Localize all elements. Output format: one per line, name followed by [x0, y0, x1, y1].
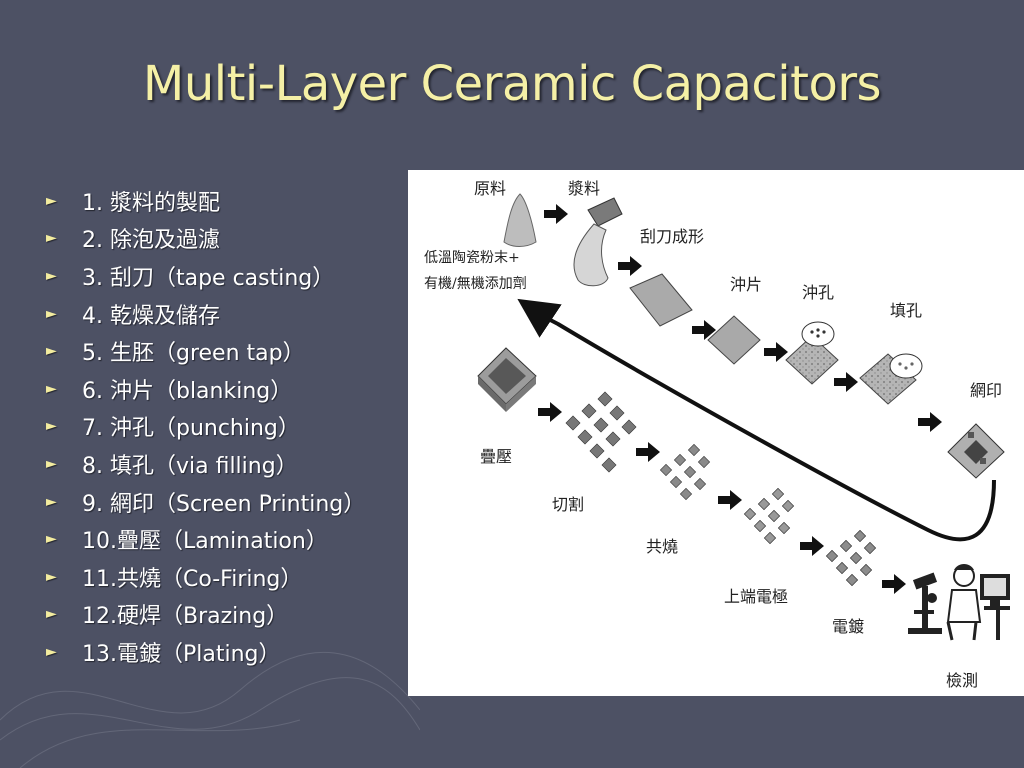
process-flow-diagram: 原料 漿料 刮刀成形 低溫陶瓷粉末+ 有機/無機添加劑 沖片 沖孔 填孔 網印 …	[408, 170, 1024, 696]
background-swirl-decoration	[0, 651, 420, 768]
bullet-arrow-icon: ►	[46, 230, 57, 247]
label-cofiring: 共燒	[646, 537, 678, 556]
microscope-icon	[908, 572, 942, 634]
list-item: ► 8. 填孔（via filling）	[46, 445, 365, 483]
list-item: ► 13.電鍍（Plating）	[46, 633, 365, 671]
return-flow-arrow	[517, 298, 996, 542]
bullet-arrow-icon: ►	[46, 267, 57, 284]
label-cutting: 切割	[552, 495, 584, 514]
via-detail-bubble	[889, 353, 923, 379]
label-via-fill: 填孔	[890, 301, 922, 320]
step-text: 6. 沖片（blanking）	[82, 378, 293, 404]
step-text: 10.疊壓（Lamination）	[82, 529, 328, 555]
bullet-arrow-icon: ►	[46, 531, 57, 548]
flow-arrow-icon	[538, 402, 562, 422]
slurry-pour-illustration	[573, 197, 623, 287]
step-text: 11.共燒（Co-Firing）	[82, 566, 303, 592]
label-doctor-blade: 刮刀成形	[640, 227, 704, 246]
list-item: ► 6. 沖片（blanking）	[46, 370, 365, 408]
flow-arrow-icon	[692, 320, 716, 340]
step-text: 5. 生胚（green tap）	[82, 341, 305, 367]
flow-arrow-icon	[636, 442, 660, 462]
flow-arrow-icon	[718, 490, 742, 510]
step-text: 12.硬焊（Brazing）	[82, 604, 289, 630]
label-raw-material: 原料	[474, 179, 506, 198]
punched-sheet	[785, 335, 839, 385]
flow-arrow-icon	[882, 574, 906, 594]
bullet-arrow-icon: ►	[46, 305, 57, 322]
step-text: 8. 填孔（via filling）	[82, 453, 298, 479]
plated-chips	[825, 529, 877, 587]
raw-material-pile	[503, 193, 537, 247]
laminated-stack	[477, 347, 537, 412]
step-text: 3. 刮刀（tape casting）	[82, 265, 335, 291]
bullet-arrow-icon: ►	[46, 455, 57, 472]
bullet-arrow-icon: ►	[46, 568, 57, 585]
blanked-sheet	[707, 315, 761, 365]
bullet-arrow-icon: ►	[46, 643, 57, 660]
step-text: 1. 漿料的製配	[82, 190, 220, 216]
list-item: ► 7. 沖孔（punching）	[46, 408, 365, 446]
label-powder-line2: 有機/無機添加劑	[424, 275, 527, 292]
bullet-arrow-icon: ►	[46, 343, 57, 360]
flow-arrow-icon	[800, 536, 824, 556]
list-item: ► 1. 漿料的製配	[46, 182, 365, 220]
cut-chips	[565, 391, 637, 473]
process-step-list: ► 1. 漿料的製配 ► 2. 除泡及過濾 ► 3. 刮刀（tape casting）…	[46, 182, 365, 671]
step-text: 4. 乾燥及儲存	[82, 303, 220, 329]
label-slurry: 漿料	[568, 179, 600, 198]
bullet-arrow-icon: ►	[46, 493, 57, 510]
flow-arrow-icon	[618, 256, 642, 276]
inspector-person-icon	[946, 564, 1010, 641]
flow-arrow-icon	[544, 204, 568, 224]
label-termination: 上端電極	[724, 587, 788, 606]
label-lamination: 疊壓	[480, 447, 512, 466]
list-item: ► 2. 除泡及過濾	[46, 220, 365, 258]
bullet-arrow-icon: ►	[46, 606, 57, 623]
punch-holes-icon	[810, 328, 826, 338]
list-item: ► 10.疊壓（Lamination）	[46, 520, 365, 558]
punch-detail-bubble	[801, 321, 835, 347]
step-text: 2. 除泡及過濾	[82, 228, 220, 254]
list-item: ► 5. 生胚（green tap）	[46, 332, 365, 370]
via-dots-icon	[898, 362, 914, 370]
step-text: 9. 網印（Screen Printing）	[82, 491, 366, 517]
label-powder-line1: 低溫陶瓷粉末+	[424, 250, 520, 266]
list-item: ► 9. 網印（Screen Printing）	[46, 483, 365, 521]
list-item: ► 4. 乾燥及儲存	[46, 295, 365, 333]
label-plating: 電鍍	[832, 617, 864, 636]
label-blanking: 沖片	[730, 275, 762, 294]
bullet-arrow-icon: ►	[46, 192, 57, 209]
label-inspection: 檢測	[946, 671, 978, 690]
flow-arrow-icon	[834, 372, 858, 392]
label-screen-print: 網印	[970, 381, 1002, 400]
flow-arrow-icon	[918, 412, 942, 432]
fired-chips	[659, 443, 711, 501]
flow-arrow-icon	[764, 342, 788, 362]
list-item: ► 11.共燒（Co-Firing）	[46, 558, 365, 596]
terminated-chips	[743, 487, 795, 545]
screen-printed-sheet	[947, 423, 1005, 479]
bullet-arrow-icon: ►	[46, 418, 57, 435]
green-tape-sheet	[629, 273, 693, 327]
label-punching: 沖孔	[802, 283, 834, 302]
via-filled-sheet	[859, 353, 917, 405]
list-item: ► 12.硬焊（Brazing）	[46, 596, 365, 634]
step-text: 13.電鍍（Plating）	[82, 641, 281, 667]
step-text: 7. 沖孔（punching）	[82, 416, 300, 442]
list-item: ► 3. 刮刀（tape casting）	[46, 257, 365, 295]
bullet-arrow-icon: ►	[46, 380, 57, 397]
slide-title: Multi-Layer Ceramic Capacitors	[142, 56, 882, 112]
process-flow-svg: 原料 漿料 刮刀成形 低溫陶瓷粉末+ 有機/無機添加劑 沖片 沖孔 填孔 網印 …	[424, 179, 1010, 690]
